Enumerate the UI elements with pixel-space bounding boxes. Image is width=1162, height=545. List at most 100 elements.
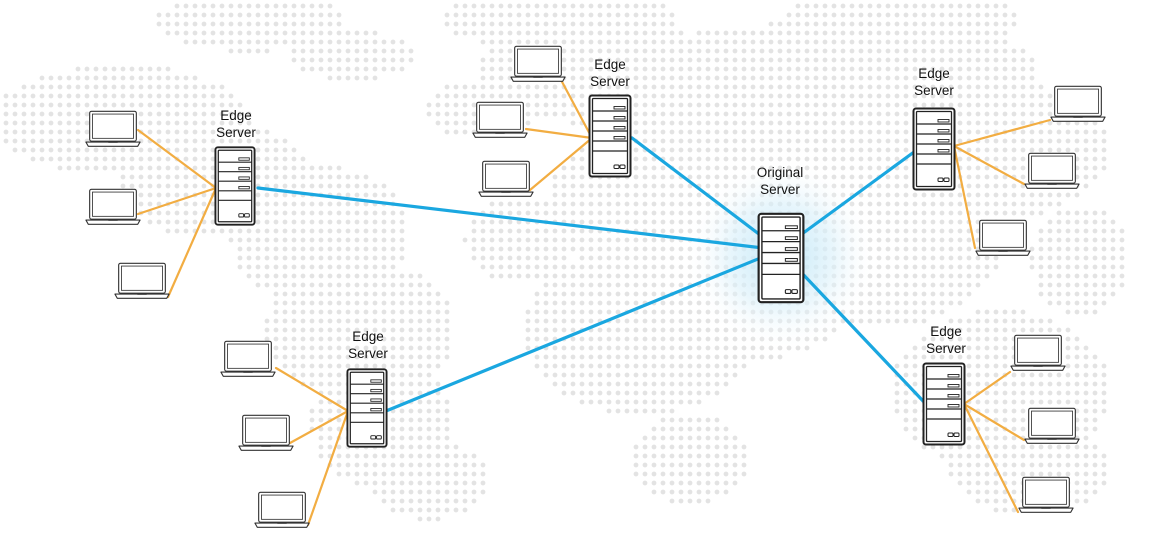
map-dot (453, 84, 459, 90)
map-dot (1047, 192, 1053, 198)
map-dot (579, 372, 585, 378)
map-dot (903, 318, 909, 324)
map-dot (1002, 102, 1008, 108)
map-dot (984, 192, 990, 198)
map-dot (525, 21, 531, 27)
map-dot (525, 345, 531, 351)
laptop-icon (85, 110, 141, 147)
map-dot (966, 471, 972, 477)
map-dot (300, 246, 306, 252)
map-dot (930, 327, 936, 333)
map-dot (1083, 183, 1089, 189)
map-dot (831, 57, 837, 63)
map-dot (264, 318, 270, 324)
map-dot (579, 156, 585, 162)
map-dot (984, 111, 990, 117)
map-dot (651, 444, 657, 450)
map-dot (570, 264, 576, 270)
map-dot (669, 129, 675, 135)
map-dot (966, 12, 972, 18)
map-dot (930, 300, 936, 306)
map-dot (1002, 201, 1008, 207)
map-dot (966, 84, 972, 90)
map-dot (615, 237, 621, 243)
map-dot (885, 102, 891, 108)
map-dot (489, 57, 495, 63)
edge-4-label-line2: Server (348, 346, 388, 361)
map-dot (363, 255, 369, 261)
map-dot (696, 48, 702, 54)
map-dot (984, 66, 990, 72)
map-dot (543, 309, 549, 315)
map-dot (138, 201, 144, 207)
map-dot (750, 129, 756, 135)
map-dot (633, 75, 639, 81)
map-dot (849, 57, 855, 63)
map-dot (210, 147, 216, 153)
map-dot (561, 363, 567, 369)
map-dot (678, 327, 684, 333)
map-dot (912, 372, 918, 378)
map-dot (372, 48, 378, 54)
map-dot (993, 318, 999, 324)
map-dot (993, 39, 999, 45)
map-dot (687, 210, 693, 216)
map-dot (759, 138, 765, 144)
map-dot (957, 21, 963, 27)
map-dot (705, 462, 711, 468)
map-dot (1029, 93, 1035, 99)
map-dot (804, 21, 810, 27)
map-dot (462, 12, 468, 18)
map-dot (255, 192, 261, 198)
map-dot (426, 489, 432, 495)
map-dot (858, 48, 864, 54)
map-dot (498, 93, 504, 99)
map-dot (768, 93, 774, 99)
map-dot (147, 102, 153, 108)
map-dot (516, 210, 522, 216)
map-dot (660, 480, 666, 486)
map-dot (741, 471, 747, 477)
map-dot (912, 300, 918, 306)
map-dot (300, 228, 306, 234)
map-dot (885, 174, 891, 180)
map-dot (984, 354, 990, 360)
map-dot (192, 174, 198, 180)
map-dot (966, 390, 972, 396)
map-dot (912, 30, 918, 36)
map-dot (84, 66, 90, 72)
map-dot (516, 201, 522, 207)
map-dot (957, 291, 963, 297)
map-dot (282, 183, 288, 189)
map-dot (696, 75, 702, 81)
map-dot (372, 66, 378, 72)
map-dot (750, 111, 756, 117)
map-dot (606, 309, 612, 315)
map-dot (408, 417, 414, 423)
map-dot (1119, 282, 1125, 288)
map-dot (12, 93, 18, 99)
map-dot (948, 462, 954, 468)
map-dot (318, 327, 324, 333)
map-dot (120, 165, 126, 171)
map-dot (390, 507, 396, 513)
map-dot (1020, 426, 1026, 432)
map-dot (516, 84, 522, 90)
map-dot (408, 489, 414, 495)
map-dot (957, 156, 963, 162)
map-dot (237, 237, 243, 243)
map-dot (309, 372, 315, 378)
map-dot (570, 3, 576, 9)
laptop-icon (220, 340, 276, 377)
map-dot (21, 84, 27, 90)
map-dot (1056, 264, 1062, 270)
map-dot (876, 192, 882, 198)
map-dot (813, 12, 819, 18)
map-dot (336, 417, 342, 423)
map-dot (417, 291, 423, 297)
map-dot (759, 75, 765, 81)
map-dot (417, 390, 423, 396)
map-dot (804, 3, 810, 9)
map-dot (1038, 111, 1044, 117)
origin-label-line1: Original (757, 165, 804, 180)
